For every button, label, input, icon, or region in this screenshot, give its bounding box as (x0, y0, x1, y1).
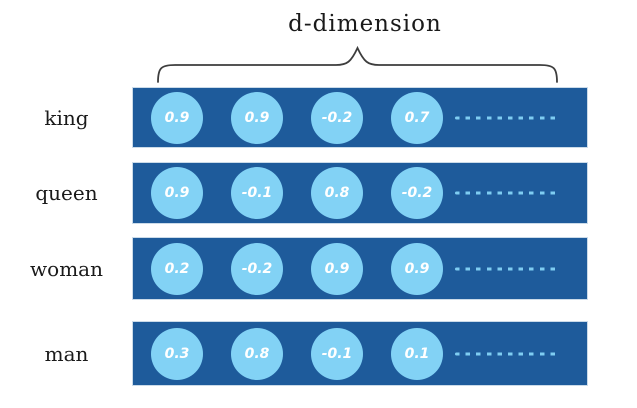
embedding-vector-bar: 0.3 0.8 -0.1 0.1 (133, 322, 587, 385)
embedding-value: 0.1 (404, 345, 430, 362)
embedding-value-circle: -0.1 (231, 167, 283, 219)
embedding-value-circle: 0.7 (391, 91, 443, 144)
embedding-value-circle: -0.2 (311, 91, 363, 144)
embedding-row-queen: queen 0.9 -0.1 0.8 -0.2 (0, 163, 637, 223)
ellipsis-dots (455, 267, 561, 270)
embedding-value-circle: 0.9 (311, 242, 363, 295)
embedding-value-circle: -0.1 (311, 327, 363, 380)
embedding-value: -0.2 (401, 185, 433, 201)
embedding-value-circle: 0.9 (151, 91, 203, 144)
embedding-row-king: king 0.9 0.9 -0.2 0.7 (0, 88, 637, 147)
embedding-value: 0.9 (324, 260, 350, 277)
embedding-value-circle: -0.2 (391, 167, 443, 219)
ellipsis-dots (455, 116, 561, 119)
embedding-value: 0.7 (404, 109, 430, 126)
word-label: man (44, 341, 89, 366)
embedding-value: 0.9 (404, 260, 430, 277)
embedding-value: 0.2 (164, 260, 190, 277)
embedding-value: -0.1 (321, 345, 353, 362)
embedding-value: 0.9 (164, 185, 190, 201)
embedding-value: -0.2 (241, 260, 273, 277)
embedding-value: -0.1 (241, 185, 273, 201)
embedding-row-man: man 0.3 0.8 -0.1 0.1 (0, 322, 637, 385)
embedding-value-circle: 0.9 (391, 242, 443, 295)
embedding-value-circle: 0.8 (311, 167, 363, 219)
embedding-value: 0.8 (324, 185, 350, 201)
embedding-value-circle: -0.2 (231, 242, 283, 295)
word-label: woman (30, 256, 103, 281)
dimension-title: d-dimension (288, 11, 442, 37)
embedding-vector-bar: 0.2 -0.2 0.9 0.9 (133, 238, 587, 299)
embedding-value-circle: 0.1 (391, 327, 443, 380)
embedding-vector-bar: 0.9 0.9 -0.2 0.7 (133, 88, 587, 147)
embedding-value-circle: 0.9 (151, 167, 203, 219)
ellipsis-dots (455, 191, 561, 195)
word-label: king (44, 105, 89, 130)
embedding-value-circle: 0.8 (231, 327, 283, 380)
embedding-row-woman: woman 0.2 -0.2 0.9 0.9 (0, 238, 637, 299)
embedding-value-circle: 0.3 (151, 327, 203, 380)
word-label: queen (35, 181, 98, 205)
embedding-value: 0.8 (244, 345, 270, 362)
embedding-value: -0.2 (321, 109, 353, 126)
embedding-value-circle: 0.2 (151, 242, 203, 295)
embedding-value: 0.9 (164, 109, 190, 126)
ellipsis-dots (455, 352, 561, 355)
embedding-vector-bar: 0.9 -0.1 0.8 -0.2 (133, 163, 587, 223)
dimension-brace-icon (157, 45, 558, 83)
embedding-value: 0.9 (244, 109, 270, 126)
embedding-value: 0.3 (164, 345, 190, 362)
embedding-value-circle: 0.9 (231, 91, 283, 144)
